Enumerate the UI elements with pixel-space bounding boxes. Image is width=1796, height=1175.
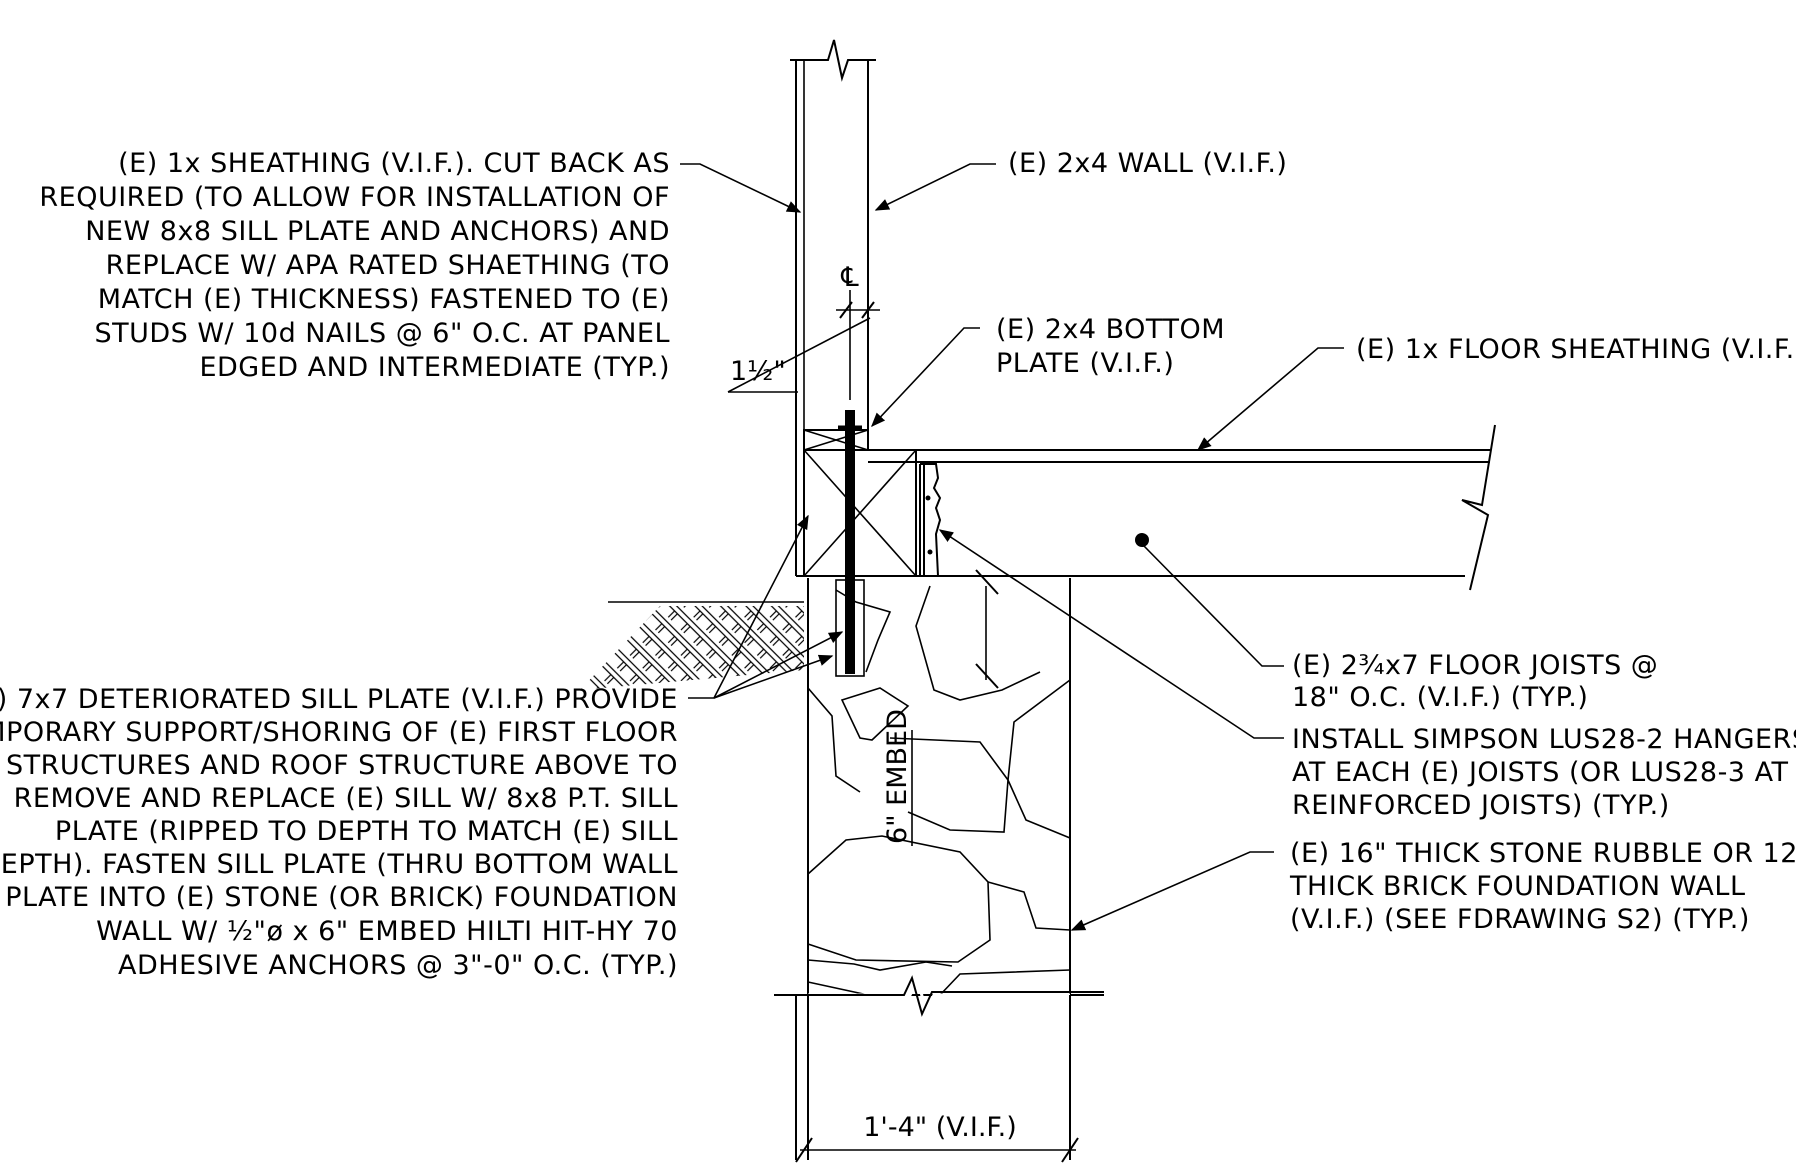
note-sheathing: (E) 1x SHEATHING (V.I.F.). CUT BACK AS R… bbox=[39, 148, 670, 383]
note-line: AND STRUCTURES AND ROOF STRUCTURE ABOVE … bbox=[0, 750, 678, 781]
note-line: REMOVE AND REPLACE (E) SILL W/ 8x8 P.T. … bbox=[14, 783, 678, 814]
note-line: PLATE (RIPPED TO DEPTH TO MATCH (E) SILL bbox=[55, 816, 678, 847]
note-line: PLATE INTO (E) STONE (OR BRICK) FOUNDATI… bbox=[5, 882, 678, 913]
earth-fill bbox=[580, 601, 804, 690]
note-line: REINFORCED JOISTS) (TYP.) bbox=[1292, 790, 1670, 821]
embed-dimension: 6" EMBED bbox=[882, 569, 999, 846]
note-floor-sheathing: (E) 1x FLOOR SHEATHING (V.I.F.) bbox=[1356, 334, 1796, 365]
wall-width-dimension: 1'-4" (V.I.F.) bbox=[795, 1112, 1079, 1163]
note-joists: (E) 2¾x7 FLOOR JOISTS @ 18" O.C. (V.I.F.… bbox=[1292, 650, 1658, 713]
joist-section-dot bbox=[1135, 533, 1149, 547]
existing-2x4-wall bbox=[790, 39, 876, 576]
note-line: EDGED AND INTERMEDIATE (TYP.) bbox=[199, 352, 670, 383]
note-bottom-plate: (E) 2x4 BOTTOM PLATE (V.I.F.) bbox=[996, 314, 1225, 379]
adhesive-anchor bbox=[835, 410, 865, 677]
note-line: (E) 1x SHEATHING (V.I.F.). CUT BACK AS bbox=[118, 148, 670, 179]
note-line: INSTALL SIMPSON LUS28-2 HANGERS bbox=[1292, 724, 1796, 755]
embed-label: 6" EMBED bbox=[882, 709, 913, 844]
note-line: NEW 8x8 SILL PLATE AND ANCHORS) AND bbox=[85, 216, 670, 247]
bottom-plate bbox=[803, 429, 869, 451]
note-line: PLATE (V.I.F.) bbox=[996, 348, 1174, 379]
note-line: STUDS W/ 10d NAILS @ 6" O.C. AT PANEL bbox=[94, 318, 670, 349]
note-foundation: (E) 16" THICK STONE RUBBLE OR 12" THICK … bbox=[1289, 838, 1796, 935]
note-line: MATCH (E) THICKNESS) FASTENED TO (E) bbox=[98, 284, 670, 315]
note-line: (E) 2¾x7 FLOOR JOISTS @ bbox=[1292, 650, 1658, 681]
centerline-symbol: ℄ bbox=[840, 262, 859, 293]
note-line: REQUIRED (TO ALLOW FOR INSTALLATION OF bbox=[39, 182, 670, 213]
note-line: (V.I.F.) (SEE FDRAWING S2) (TYP.) bbox=[1290, 904, 1750, 935]
note-line: (E) 2x4 BOTTOM bbox=[996, 314, 1225, 345]
note-line: AT EACH (E) JOISTS (OR LUS28-3 AT bbox=[1292, 757, 1788, 788]
note-line: (E) 7x7 DETERIORATED SILL PLATE (V.I.F.)… bbox=[0, 684, 678, 715]
joist-hanger bbox=[919, 463, 942, 577]
wall-width-label: 1'-4" (V.I.F.) bbox=[863, 1112, 1016, 1143]
note-line: TEMPORARY SUPPORT/SHORING OF (E) FIRST F… bbox=[0, 717, 678, 748]
note-line: (E) 16" THICK STONE RUBBLE OR 12" bbox=[1290, 838, 1796, 869]
note-line: ADHESIVE ANCHORS @ 3"-0" O.C. (TYP.) bbox=[118, 950, 678, 981]
stone-foundation-wall bbox=[774, 578, 1104, 1160]
note-wall: (E) 2x4 WALL (V.I.F.) bbox=[1008, 148, 1287, 179]
leader-lines bbox=[680, 163, 1344, 931]
plate-offset-label: 1½" bbox=[730, 356, 786, 387]
note-line: REPLACE W/ APA RATED SHAETHING (TO bbox=[106, 250, 670, 281]
note-sill-plate: (E) 7x7 DETERIORATED SILL PLATE (V.I.F.)… bbox=[0, 684, 678, 981]
note-line: THICK BRICK FOUNDATION WALL bbox=[1289, 871, 1745, 902]
floor-joist bbox=[868, 424, 1496, 591]
sill-plate bbox=[796, 449, 1070, 577]
note-line: WALL W/ ½"ø x 6" EMBED HILTI HIT-HY 70 bbox=[96, 916, 678, 947]
note-line: DEPTH). FASTEN SILL PLATE (THRU BOTTOM W… bbox=[0, 849, 678, 880]
note-line: 18" O.C. (V.I.F.) (TYP.) bbox=[1292, 682, 1588, 713]
note-hangers: INSTALL SIMPSON LUS28-2 HANGERS AT EACH … bbox=[1292, 724, 1796, 821]
centerline-dimension: ℄ 1½" bbox=[727, 262, 880, 400]
